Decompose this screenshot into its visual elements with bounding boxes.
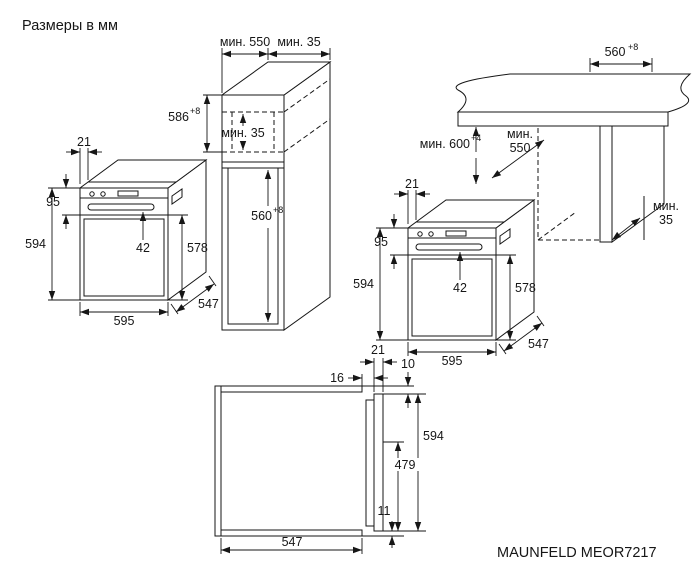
oven-right-dimensions (376, 190, 545, 356)
side-view-oven-front (365, 399, 375, 527)
dim-oven-right-95: 95 (374, 235, 388, 249)
dim-niche-height-tol: +8 (190, 106, 200, 116)
dim-base-depth-value: 550 (510, 141, 531, 155)
dim-side-547: 547 (282, 535, 303, 549)
dim-oven-left-21: 21 (77, 135, 91, 149)
dim-side-479: 479 (395, 458, 416, 472)
side-view-door (373, 393, 384, 532)
dim-oven-left-95: 95 (46, 195, 60, 209)
dim-inner-560-tol: +8 (273, 205, 283, 215)
oven-right-vent (499, 228, 511, 245)
dim-vent-gap: мин. 35 (221, 126, 264, 140)
oven-left-dimensions (48, 148, 217, 316)
side-view-drawing (214, 385, 384, 537)
dim-base-niche-560-tol: +8 (628, 42, 638, 52)
dim-oven-left-595: 595 (114, 314, 135, 328)
dim-oven-right-578: 578 (515, 281, 536, 295)
oven-left-display (117, 190, 139, 197)
dim-oven-right-547: 547 (528, 337, 549, 351)
dim-side-21: 21 (371, 343, 385, 357)
dim-side-10: 10 (401, 357, 415, 371)
dim-tall-rear-gap: мин. 35 (277, 35, 320, 49)
dim-base-niche-560: 560 (605, 45, 626, 59)
tall-unit-drawing (220, 61, 332, 331)
oven-right-handle (415, 243, 483, 251)
dim-oven-right-21: 21 (405, 177, 419, 191)
page-title: Размеры в мм (22, 18, 118, 34)
dim-side-11: 11 (378, 504, 391, 518)
dim-base-rear-word: мин. (653, 199, 679, 213)
oven-left-knob (100, 191, 106, 197)
oven-left-handle (87, 203, 155, 211)
dim-niche-height: 586 (168, 110, 189, 124)
oven-right-knob (417, 231, 423, 237)
side-view-dimensions (220, 358, 426, 554)
dim-inner-560: 560 (251, 209, 272, 223)
dim-side-594: 594 (423, 429, 444, 443)
dim-oven-left-42: 42 (136, 241, 150, 255)
oven-left-vent (171, 188, 183, 205)
base-unit-drawing (455, 73, 692, 243)
oven-right-display (445, 230, 467, 237)
dim-oven-left-594: 594 (25, 237, 46, 251)
oven-left-knob (89, 191, 95, 197)
dim-tall-depth: мин. 550 (220, 35, 270, 49)
dim-side-16: 16 (330, 371, 344, 385)
model-name: MAUNFELD MEOR7217 (497, 545, 657, 561)
dim-worktop-height: мин. 600 (420, 137, 470, 151)
oven-right-knob (428, 231, 434, 237)
dim-base-depth-word: мин. (507, 127, 533, 141)
dim-oven-left-547: 547 (198, 297, 219, 311)
dim-base-rear-value: 35 (659, 213, 673, 227)
oven-right-door-glass (411, 258, 493, 337)
oven-right-drawing (406, 199, 536, 341)
dim-oven-right-42: 42 (453, 281, 467, 295)
base-unit-dimensions (472, 58, 653, 241)
dim-oven-left-578: 578 (187, 241, 208, 255)
oven-left-drawing (78, 159, 208, 301)
tall-unit-dimensions (203, 48, 331, 322)
dim-oven-right-594: 594 (353, 277, 374, 291)
dim-worktop-height-tol: +4 (471, 133, 481, 143)
dim-oven-right-595: 595 (442, 354, 463, 368)
oven-left-door-glass (83, 218, 165, 297)
